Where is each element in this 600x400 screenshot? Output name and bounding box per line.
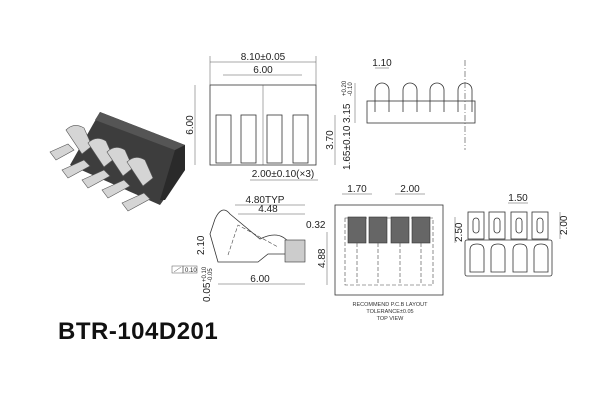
pcb-layout: 1.70 2.00 0.32 2.50 4.88 RECOMMEND P.C.B…	[306, 184, 465, 322]
flatness-value: 0.10	[185, 268, 197, 274]
profile-view: 4.80TYP 4.48 2.10 6.00 0.10 0.05 +0.10 -…	[171, 195, 306, 302]
caption-line-2: TOLERANCE±0.05	[366, 309, 413, 315]
top-view: 8.10±0.05 6.00 6.00 3.70 2.00±0.10(×3)	[185, 52, 336, 181]
dim-bottom-height: 2.00	[559, 215, 570, 235]
part-number-title: BTR-104D201	[58, 318, 219, 345]
dim-pad-width: 1.70	[347, 184, 367, 195]
lead-tol-plus: +0.10	[202, 266, 208, 282]
dim-overall-width: 8.10±0.05	[241, 52, 286, 63]
side-view: 1.10 3.15 +0.20 -0.10 1.65±0.10	[342, 58, 476, 170]
dim-pcb-pad-length: 2.50	[454, 222, 465, 242]
dim-448: 4.48	[258, 204, 278, 215]
dim-contact-height: 3.15	[342, 103, 353, 123]
tol-minus: -0.10	[348, 82, 354, 96]
dim-pcb-pitch: 2.00	[400, 184, 420, 195]
product-photo	[49, 112, 185, 212]
dim-body-height: 1.65±0.10	[342, 125, 353, 170]
dim-pitch: 2.00±0.10(×3)	[252, 169, 314, 180]
dim-bottom-width: 1.50	[508, 193, 528, 204]
caption-line-3: TOP VIEW	[377, 316, 405, 322]
bottom-view: 1.50 2.00	[464, 193, 570, 277]
dim-inner-width: 6.00	[253, 65, 273, 76]
dim-profile-height: 2.10	[196, 235, 207, 255]
dim-base-length: 6.00	[250, 274, 270, 285]
dim-offset: 0.32	[306, 220, 326, 231]
dim-contact-width: 1.10	[372, 58, 392, 69]
dim-height: 6.00	[185, 115, 196, 135]
dim-typ-length: 4.80TYP	[246, 195, 285, 206]
lead-tol-minus: -0.05	[208, 268, 214, 282]
caption-line-1: RECOMMEND P.C.B LAYOUT	[353, 302, 429, 308]
dim-lead-thickness: 0.05	[202, 282, 213, 302]
dim-pad-length: 3.70	[325, 130, 336, 150]
dim-span: 4.88	[317, 248, 328, 268]
tol-plus: +0.20	[342, 80, 348, 96]
